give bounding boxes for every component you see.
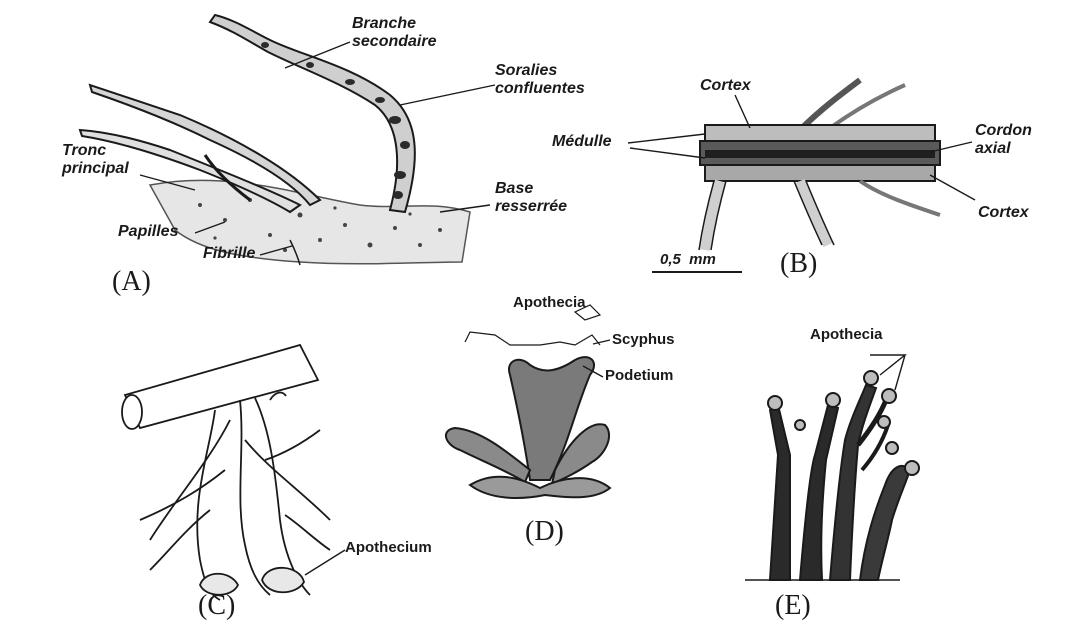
label-scale-bar: 0,5 mm — [660, 252, 716, 267]
label-fibrille: Fibrille — [203, 246, 255, 262]
label-medulle: Médulle — [552, 134, 612, 150]
panel-letter-a: (A) — [112, 268, 151, 296]
panel-d-drawing — [446, 305, 610, 498]
label-podetium: Podetium — [605, 368, 673, 383]
label-branche-secondaire: Branche secondaire — [352, 15, 436, 51]
label-scyphus: Scyphus — [612, 332, 675, 347]
d-scyphus-outline — [465, 332, 600, 345]
panel-letter-d: (D) — [525, 518, 564, 546]
panel-c-drawing — [122, 345, 345, 600]
e-stalk-1 — [770, 405, 790, 580]
b-lower-stem-3 — [860, 181, 940, 215]
panel-b-drawing — [628, 80, 975, 272]
panel-letter-e: (E) — [775, 592, 811, 620]
b-lower-stem-2 — [800, 181, 828, 245]
b-cordon-axial-band — [705, 150, 935, 158]
label-papilles: Papilles — [118, 224, 178, 240]
panel-letter-b: (B) — [780, 250, 817, 278]
c-apothecium-2 — [262, 568, 304, 592]
b-upper-stem-1 — [800, 80, 860, 130]
label-base-resserree: Base resserrée — [495, 180, 567, 216]
b-cortex-bottom-band — [705, 165, 935, 181]
label-tronc-principal: Tronc principal — [62, 142, 129, 178]
label-soralies-confluentes: Soralies confluentes — [495, 62, 585, 98]
c-leader — [305, 550, 345, 575]
label-e-apothecia: Apothecia — [810, 327, 883, 342]
label-cortex-bottom: Cortex — [978, 205, 1029, 221]
e-stalk-4 — [860, 466, 910, 580]
c-twig-end — [122, 395, 142, 429]
c-thallus — [140, 393, 330, 600]
label-cordon-axial: Cordon axial — [975, 122, 1032, 158]
label-apothecium: Apothecium — [345, 540, 432, 555]
panel-letter-c: (C) — [198, 592, 235, 620]
c-twig — [125, 345, 318, 428]
d-lobe-left — [446, 428, 530, 482]
label-cortex-top: Cortex — [700, 78, 751, 94]
b-cortex-top-band — [705, 125, 935, 141]
label-d-apothecia: Apothecia — [513, 295, 586, 310]
panel-e-drawing — [745, 355, 919, 580]
